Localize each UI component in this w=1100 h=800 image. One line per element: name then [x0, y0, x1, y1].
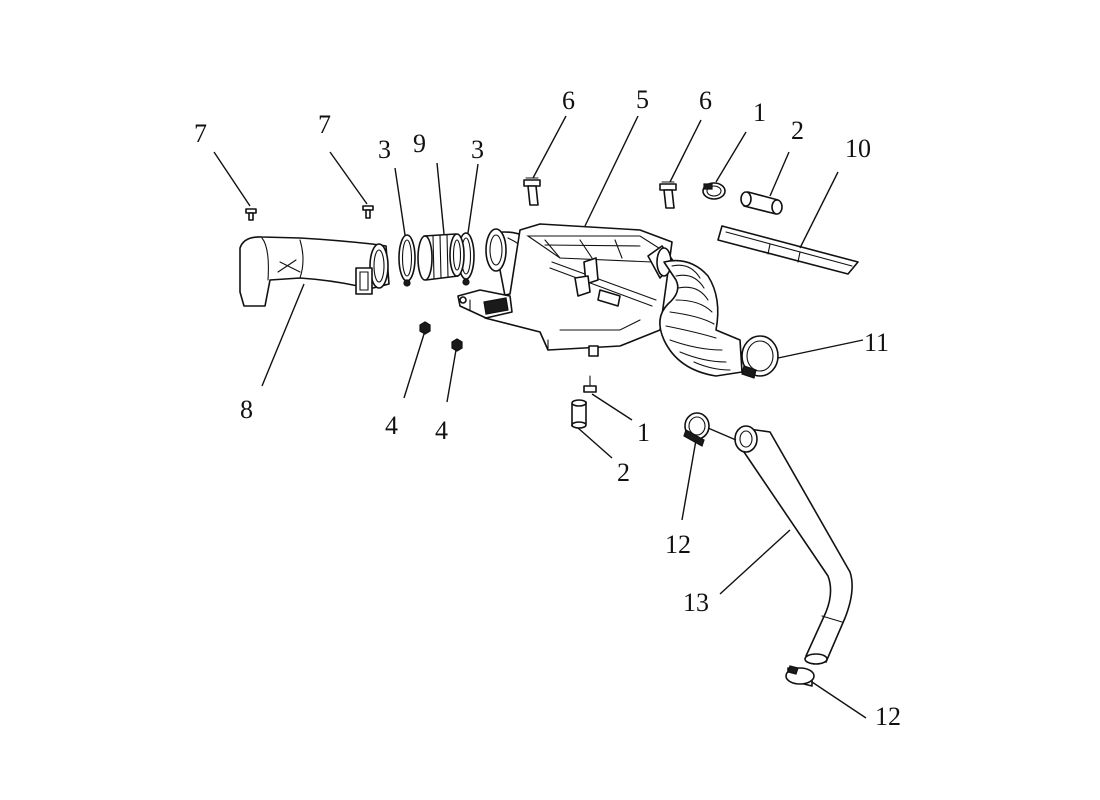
callout-8: 8	[240, 395, 253, 424]
callout-7a: 7	[194, 119, 207, 148]
clamp-12-top	[683, 412, 710, 447]
leader-4b	[446, 349, 457, 403]
leader-2b	[577, 427, 613, 459]
leader-9	[436, 162, 445, 235]
leader-11	[777, 339, 864, 359]
leader-10	[799, 171, 839, 249]
clamp-3-left	[398, 234, 416, 287]
clamp-1-bottom	[583, 375, 597, 393]
screw-7-left	[245, 208, 257, 221]
nut-4-right	[451, 338, 463, 352]
intake-duct-8	[239, 236, 390, 307]
corrugated-hose-11	[659, 259, 779, 379]
hose-2-bottom	[571, 399, 587, 429]
callout-4a: 4	[385, 411, 398, 440]
hose-2-top	[740, 191, 783, 215]
nut-4-left	[419, 321, 431, 335]
callout-9: 9	[413, 129, 426, 158]
leader-1a	[715, 131, 747, 183]
callout-4b: 4	[435, 416, 448, 445]
breather-pipe-13	[734, 425, 853, 665]
callout-11: 11	[864, 328, 889, 357]
filter-element-10	[717, 225, 859, 275]
callout-6a: 6	[562, 86, 575, 115]
callout-1b: 1	[637, 418, 650, 447]
leader-7b	[329, 151, 368, 205]
callout-2a: 2	[791, 116, 804, 145]
clamp-1-top	[702, 182, 726, 200]
bolt-6-right	[659, 181, 677, 209]
callout-7b: 7	[318, 110, 331, 139]
callout-10: 10	[845, 134, 871, 163]
leader-12a	[681, 439, 697, 521]
leader-3b	[467, 163, 479, 234]
callout-5: 5	[636, 85, 649, 114]
callout-3a: 3	[378, 135, 391, 164]
leader-5	[584, 115, 639, 227]
leader-13	[719, 529, 791, 595]
leader-6b	[669, 119, 702, 183]
air-filter-housing-5	[457, 223, 675, 357]
leader-12a-b	[707, 427, 737, 441]
connecting-sleeve-9	[417, 233, 465, 281]
leader-4a	[403, 333, 425, 399]
callout-12b: 12	[875, 702, 901, 731]
callout-6b: 6	[699, 86, 712, 115]
callout-13: 13	[683, 588, 709, 617]
leader-1b	[591, 393, 633, 421]
callout-12a: 12	[665, 530, 691, 559]
leader-7a	[213, 151, 251, 207]
leader-lines	[213, 115, 867, 719]
leader-6a	[532, 115, 567, 179]
callout-2b: 2	[617, 458, 630, 487]
leader-12b	[811, 681, 867, 719]
leader-2a	[769, 151, 790, 197]
leader-8	[261, 283, 305, 387]
clamp-12-bottom	[785, 665, 815, 687]
callout-1a: 1	[753, 98, 766, 127]
screw-7-right	[362, 205, 374, 219]
callout-labels: 7 7 3 9 3 6 5 6 1 2 10 11 8 4 4 1 2 12 1…	[194, 85, 901, 731]
leader-3a	[394, 167, 406, 236]
callout-3b: 3	[471, 135, 484, 164]
bolt-6-left	[523, 177, 541, 206]
